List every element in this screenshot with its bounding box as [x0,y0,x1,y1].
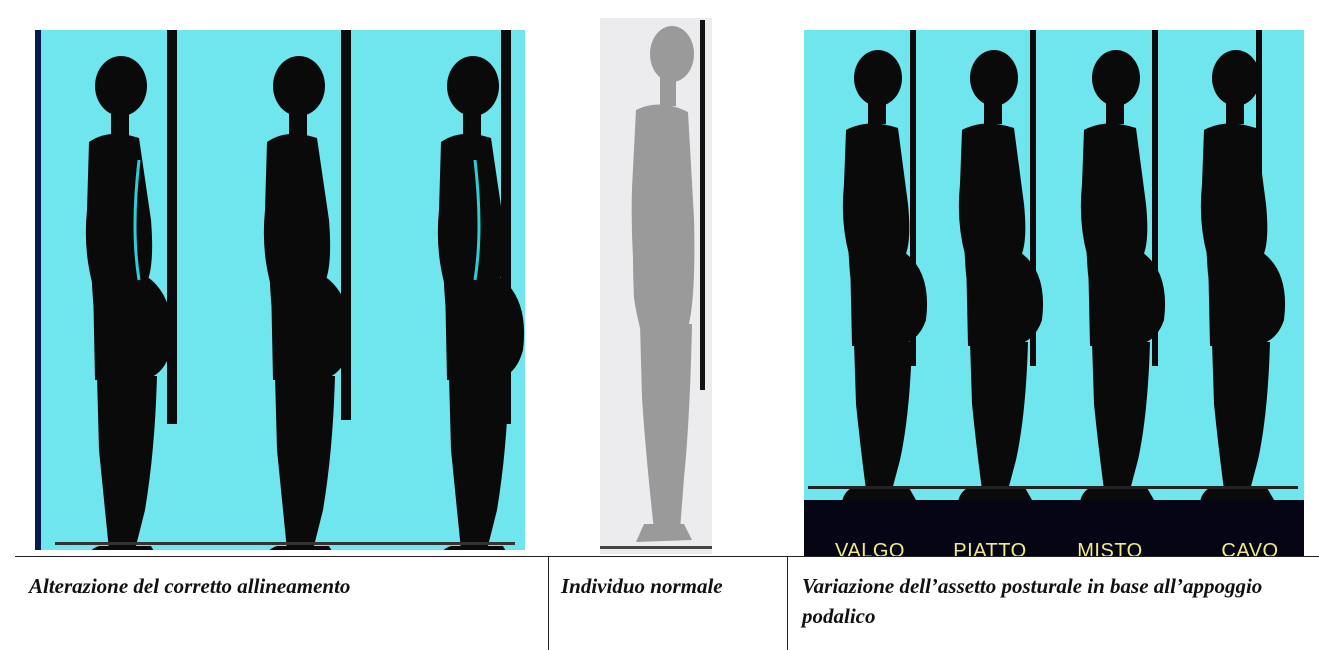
plumb-line [167,30,177,424]
normal-individual-illustration [600,18,712,554]
altered-alignment-illustration [35,30,525,550]
caption-table: Alterazione del corretto allineamento In… [15,556,1319,650]
foot-support-svg [804,30,1304,556]
caption-row: Alterazione del corretto allineamento In… [15,557,1319,650]
ground-line [55,542,515,545]
caption-altered-alignment: Alterazione del corretto allineamento [15,557,549,650]
ground-line [600,546,712,549]
ground-line [808,486,1298,489]
caption-postural-variation: Variazione dell’assetto posturale in bas… [788,557,1319,650]
foot-support-illustration: VALGO PIATTO MISTO CAVO [804,30,1304,556]
left-edge-line [35,30,41,550]
altered-alignment-svg [35,30,525,550]
normal-individual-svg [600,18,712,554]
plumb-line [700,20,705,390]
caption-normal-individual: Individuo normale [549,557,788,650]
